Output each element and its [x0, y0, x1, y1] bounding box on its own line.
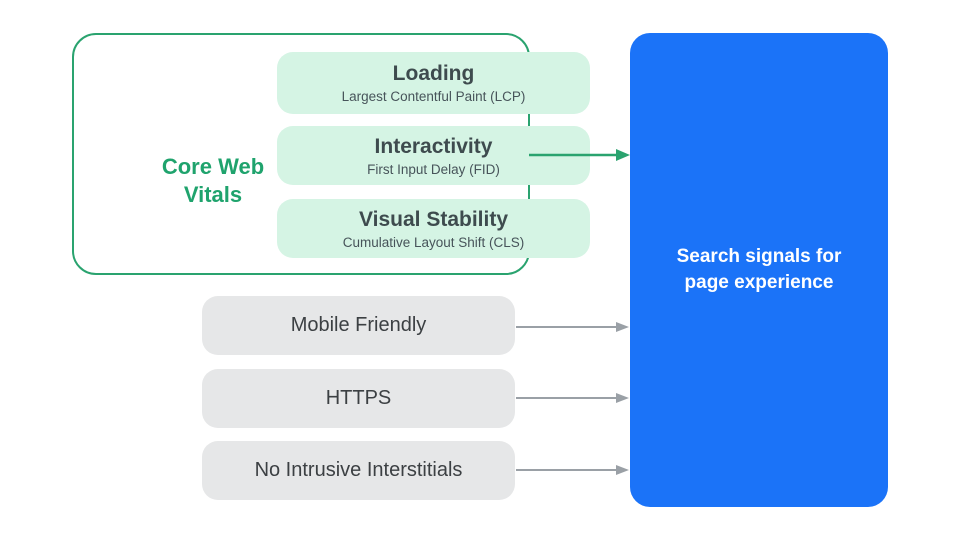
signal-https-label: HTTPS [325, 387, 392, 409]
arrow-mobile-friendly [516, 322, 629, 332]
search-signals-label: Search signals for page experience [676, 246, 842, 293]
signal-mobile-friendly-label: Mobile Friendly [290, 314, 427, 336]
arrow-core-web-vitals [529, 149, 630, 161]
arrow-https [516, 393, 629, 403]
signal-mobile-friendly: Mobile Friendly [202, 296, 515, 355]
cwv-item-visual-stability: Visual Stability Cumulative Layout Shift… [277, 199, 590, 258]
core-web-vitals-label: Core Web Vitals [161, 154, 265, 207]
core-web-vitals-group: Core Web Vitals Loading Largest Contentf… [72, 33, 590, 275]
cwv-item-loading-title: Loading [392, 62, 475, 85]
cwv-item-loading-subtitle: Largest Contentful Paint (LCP) [341, 89, 526, 104]
cwv-item-visual-stability-title: Visual Stability [359, 207, 508, 231]
signal-no-intrusive-interstitials: No Intrusive Interstitials [202, 441, 515, 500]
cwv-item-interactivity-subtitle: First Input Delay (FID) [367, 161, 500, 177]
signal-no-intrusive-interstitials-label: No Intrusive Interstitials [254, 459, 463, 481]
cwv-item-visual-stability-subtitle: Cumulative Layout Shift (CLS) [342, 234, 525, 250]
search-signals-box: Search signals for page experience [630, 33, 888, 507]
cwv-item-interactivity-title: Interactivity [374, 134, 493, 158]
cwv-item-loading: Loading Largest Contentful Paint (LCP) [277, 52, 590, 114]
signal-https: HTTPS [202, 369, 515, 428]
arrow-no-intrusive-interstitials [516, 465, 629, 475]
